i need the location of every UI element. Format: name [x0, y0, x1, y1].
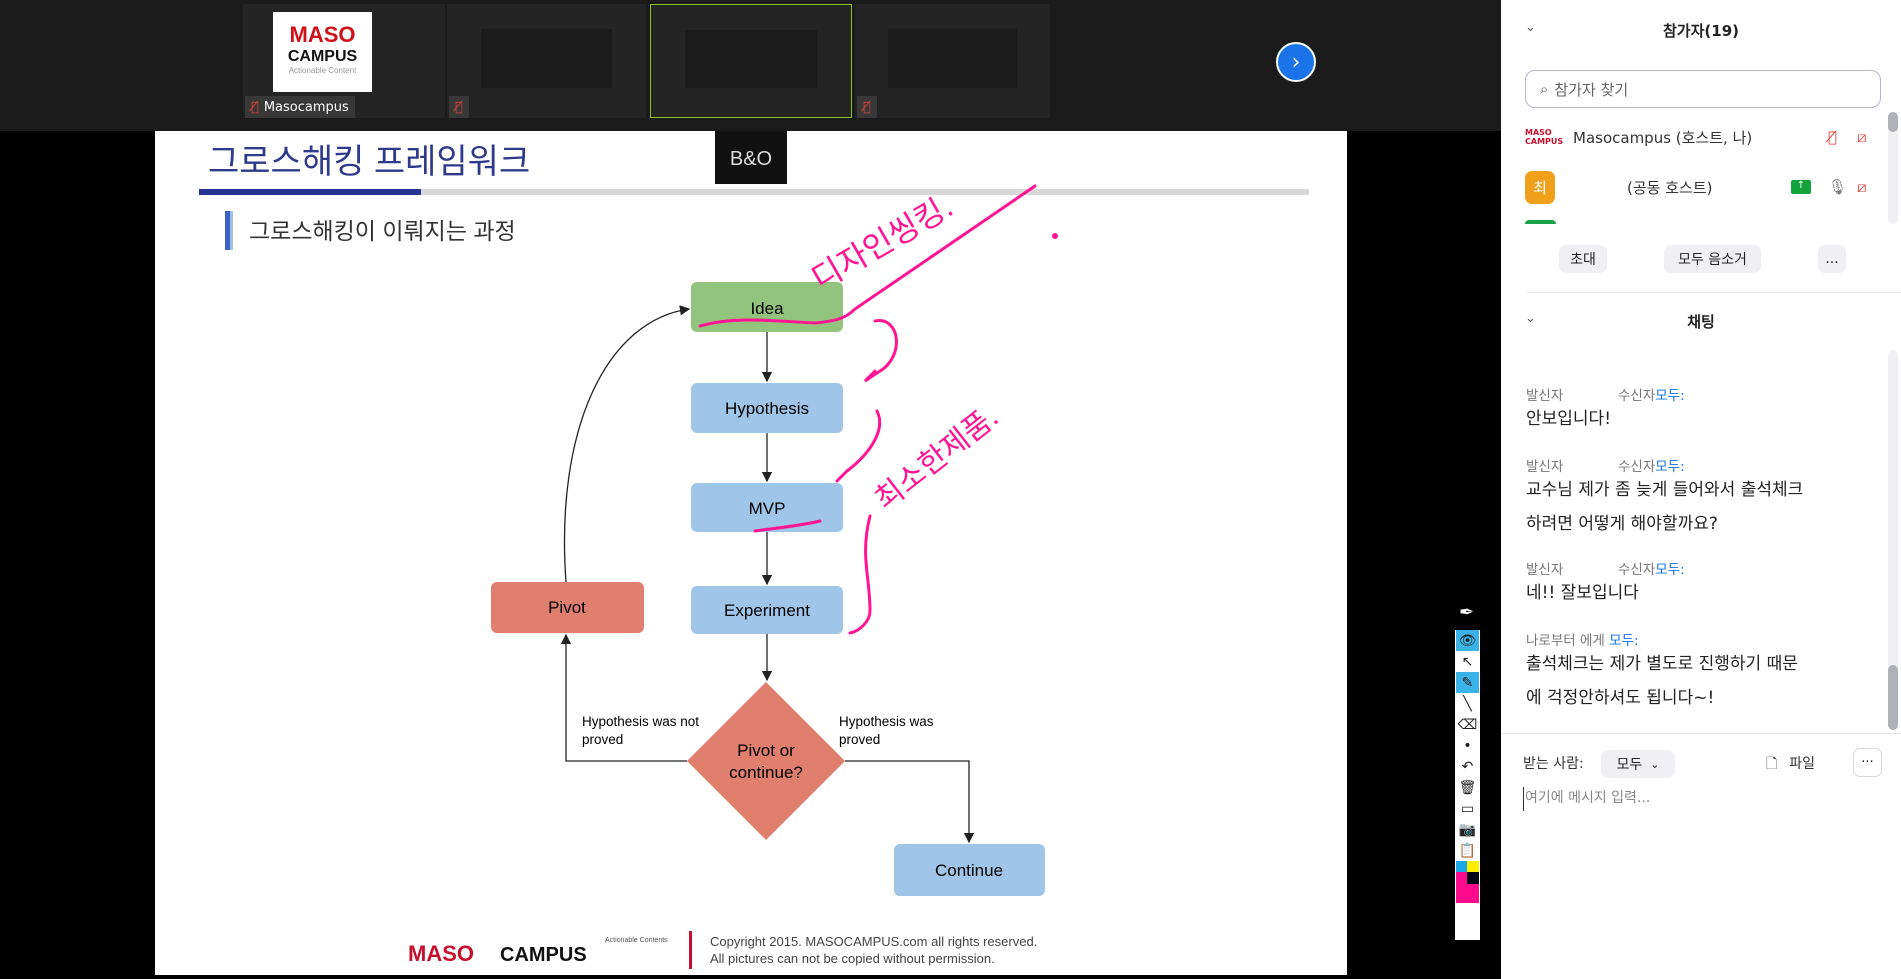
- mic-icon[interactable]: 🎙: [1828, 178, 1848, 196]
- participant-row[interactable]: 최 (공동 호스트) ↑ 🎙 ⧄: [1525, 170, 1875, 204]
- svg-text:Continue: Continue: [935, 861, 1003, 880]
- pen-annotations: [698, 184, 1058, 635]
- participant-row[interactable]: MASO CAMPUS Masocampus (호스트, 나) 🎙̸ ⧄: [1525, 128, 1867, 147]
- video-off-icon[interactable]: ⧄: [1857, 128, 1867, 146]
- chat-meta: 나로부터 에게 모두:: [1526, 633, 1639, 649]
- recipient-dropdown[interactable]: 모두⌄: [1601, 750, 1675, 778]
- svg-text:continue?: continue?: [729, 763, 803, 782]
- shared-slide: 그로스해킹 프레임워크 B&O 그로스해킹이 이뤄지는 과정 Idea Hypo…: [155, 131, 1347, 975]
- chevron-right-icon: ›: [1291, 49, 1301, 75]
- svg-text:Idea: Idea: [750, 299, 784, 318]
- svg-text:Hypothesis was: Hypothesis was: [839, 714, 934, 729]
- camera-icon[interactable]: 📷: [1458, 821, 1477, 838]
- name-label: 🎙̸Masocampus: [245, 96, 355, 118]
- chat-message: 안보입니다!: [1526, 409, 1612, 429]
- avatar: [1525, 220, 1556, 224]
- participants-more-button[interactable]: ...: [1818, 245, 1846, 273]
- video-thumbnail-strip: MASO CAMPUS Actionable Content 🎙̸Masocam…: [0, 0, 1501, 131]
- svg-text:Hypothesis was not: Hypothesis was not: [582, 714, 699, 729]
- undo-icon[interactable]: ↶: [1461, 758, 1474, 775]
- masocampus-logo: MASO CAMPUS Actionable Content: [273, 12, 372, 92]
- svg-text:Pivot or: Pivot or: [737, 741, 795, 760]
- svg-text:B&O: B&O: [730, 148, 772, 170]
- svg-text:Experiment: Experiment: [724, 601, 810, 620]
- chat-message: 네!! 잘보입니다: [1526, 583, 1639, 603]
- node-experiment: [691, 586, 843, 634]
- svg-text:Hypothesis: Hypothesis: [725, 399, 809, 418]
- video-tile-active-speaker[interactable]: [650, 4, 852, 118]
- eye-icon[interactable]: 👁: [1456, 630, 1479, 651]
- mic-off-icon: 🎙̸: [251, 99, 259, 115]
- line-icon[interactable]: ╲: [1463, 695, 1472, 712]
- clipboard-icon[interactable]: 📋: [1458, 842, 1477, 859]
- svg-text:Copyright 2015. MASOCAMPUS.com: Copyright 2015. MASOCAMPUS.com all right…: [710, 934, 1037, 949]
- participants-header: 참가자(19): [1663, 22, 1739, 40]
- handwritten-annotation-design-thinking: 디자인씽킹.: [806, 188, 959, 297]
- mic-off-icon[interactable]: 🎙̸: [1828, 128, 1838, 146]
- recipient-label: 받는 사람:: [1523, 756, 1584, 772]
- mic-off-icon: 🎙̸: [863, 99, 871, 115]
- annotation-toolbar: 👁 ↖ ✎ ╲ ⌫ • ↶ 🗑 ▭ 📷 📋: [1455, 630, 1480, 940]
- eraser-icon[interactable]: ⌫: [1457, 716, 1478, 733]
- participant-search-input[interactable]: ⌕ 참가자 찾기: [1525, 70, 1881, 108]
- pointer-icon[interactable]: ↖: [1461, 653, 1474, 670]
- search-icon: ⌕: [1540, 80, 1549, 98]
- title-underline: [199, 189, 421, 195]
- video-tile[interactable]: 🎙̸: [855, 4, 1050, 118]
- chat-header: 채팅: [1687, 313, 1715, 331]
- node-hypothesis: [691, 383, 843, 433]
- footer-logo-maso: MASO: [408, 941, 474, 966]
- collapse-chat-icon[interactable]: ⌄: [1525, 311, 1536, 326]
- whiteboard-icon[interactable]: ▭: [1460, 800, 1475, 817]
- file-button[interactable]: 🗋파일: [1766, 753, 1815, 777]
- svg-text:proved: proved: [839, 732, 880, 747]
- color-palette[interactable]: [1456, 861, 1479, 903]
- node-continue: [894, 844, 1045, 896]
- file-icon: 🗋: [1766, 756, 1778, 772]
- slide-title: 그로스해킹 프레임워크: [208, 143, 530, 181]
- node-decision: [687, 682, 845, 840]
- invite-button[interactable]: 초대: [1559, 245, 1607, 273]
- pen-icon[interactable]: ✒: [1459, 602, 1475, 623]
- avatar: 최: [1525, 170, 1555, 204]
- video-tile-masocampus[interactable]: MASO CAMPUS Actionable Content 🎙̸Masocam…: [243, 4, 445, 118]
- bo-logo: [715, 131, 787, 184]
- participants-scrollbar[interactable]: [1888, 112, 1898, 224]
- subtitle-bar: [225, 211, 230, 250]
- highlighter-icon[interactable]: ✎: [1456, 672, 1479, 693]
- svg-text:Pivot: Pivot: [548, 598, 586, 617]
- chat-scrollbar[interactable]: [1888, 350, 1898, 730]
- avatar: MASO CAMPUS: [1525, 128, 1564, 146]
- node-mvp: [691, 483, 843, 532]
- trash-icon[interactable]: 🗑: [1458, 779, 1477, 796]
- video-tile[interactable]: 🎙̸: [447, 4, 646, 118]
- screen-share-icon: ↑: [1791, 180, 1811, 194]
- chat-message-input[interactable]: 여기에 메시지 입력...: [1523, 787, 1883, 811]
- next-page-button[interactable]: ›: [1276, 42, 1316, 82]
- slide-subtitle: 그로스해킹이 이뤄지는 과정: [249, 218, 516, 244]
- video-off-icon[interactable]: ⧄: [1857, 178, 1867, 196]
- collapse-participants-icon[interactable]: ⌄: [1525, 20, 1536, 35]
- handwritten-annotation-mvp: 최소한제품.: [869, 400, 1005, 516]
- mic-off-icon: 🎙̸: [455, 99, 463, 115]
- dot-icon[interactable]: •: [1463, 737, 1472, 754]
- chat-more-button[interactable]: ···: [1853, 748, 1882, 777]
- svg-text:MVP: MVP: [749, 499, 786, 518]
- side-panel: ⌄ 참가자(19) ⌕ 참가자 찾기 MASO CAMPUS Masocampu…: [1501, 0, 1901, 979]
- node-pivot: [491, 582, 644, 633]
- svg-text:CAMPUS: CAMPUS: [500, 944, 587, 966]
- chevron-down-icon: ⌄: [1650, 757, 1660, 771]
- svg-text:proved: proved: [582, 732, 623, 747]
- svg-text:All pictures can not be copied: All pictures can not be copied without p…: [710, 951, 995, 966]
- svg-text:Actionable Contents: Actionable Contents: [605, 937, 668, 944]
- mute-all-button[interactable]: 모두 음소거: [1664, 245, 1761, 273]
